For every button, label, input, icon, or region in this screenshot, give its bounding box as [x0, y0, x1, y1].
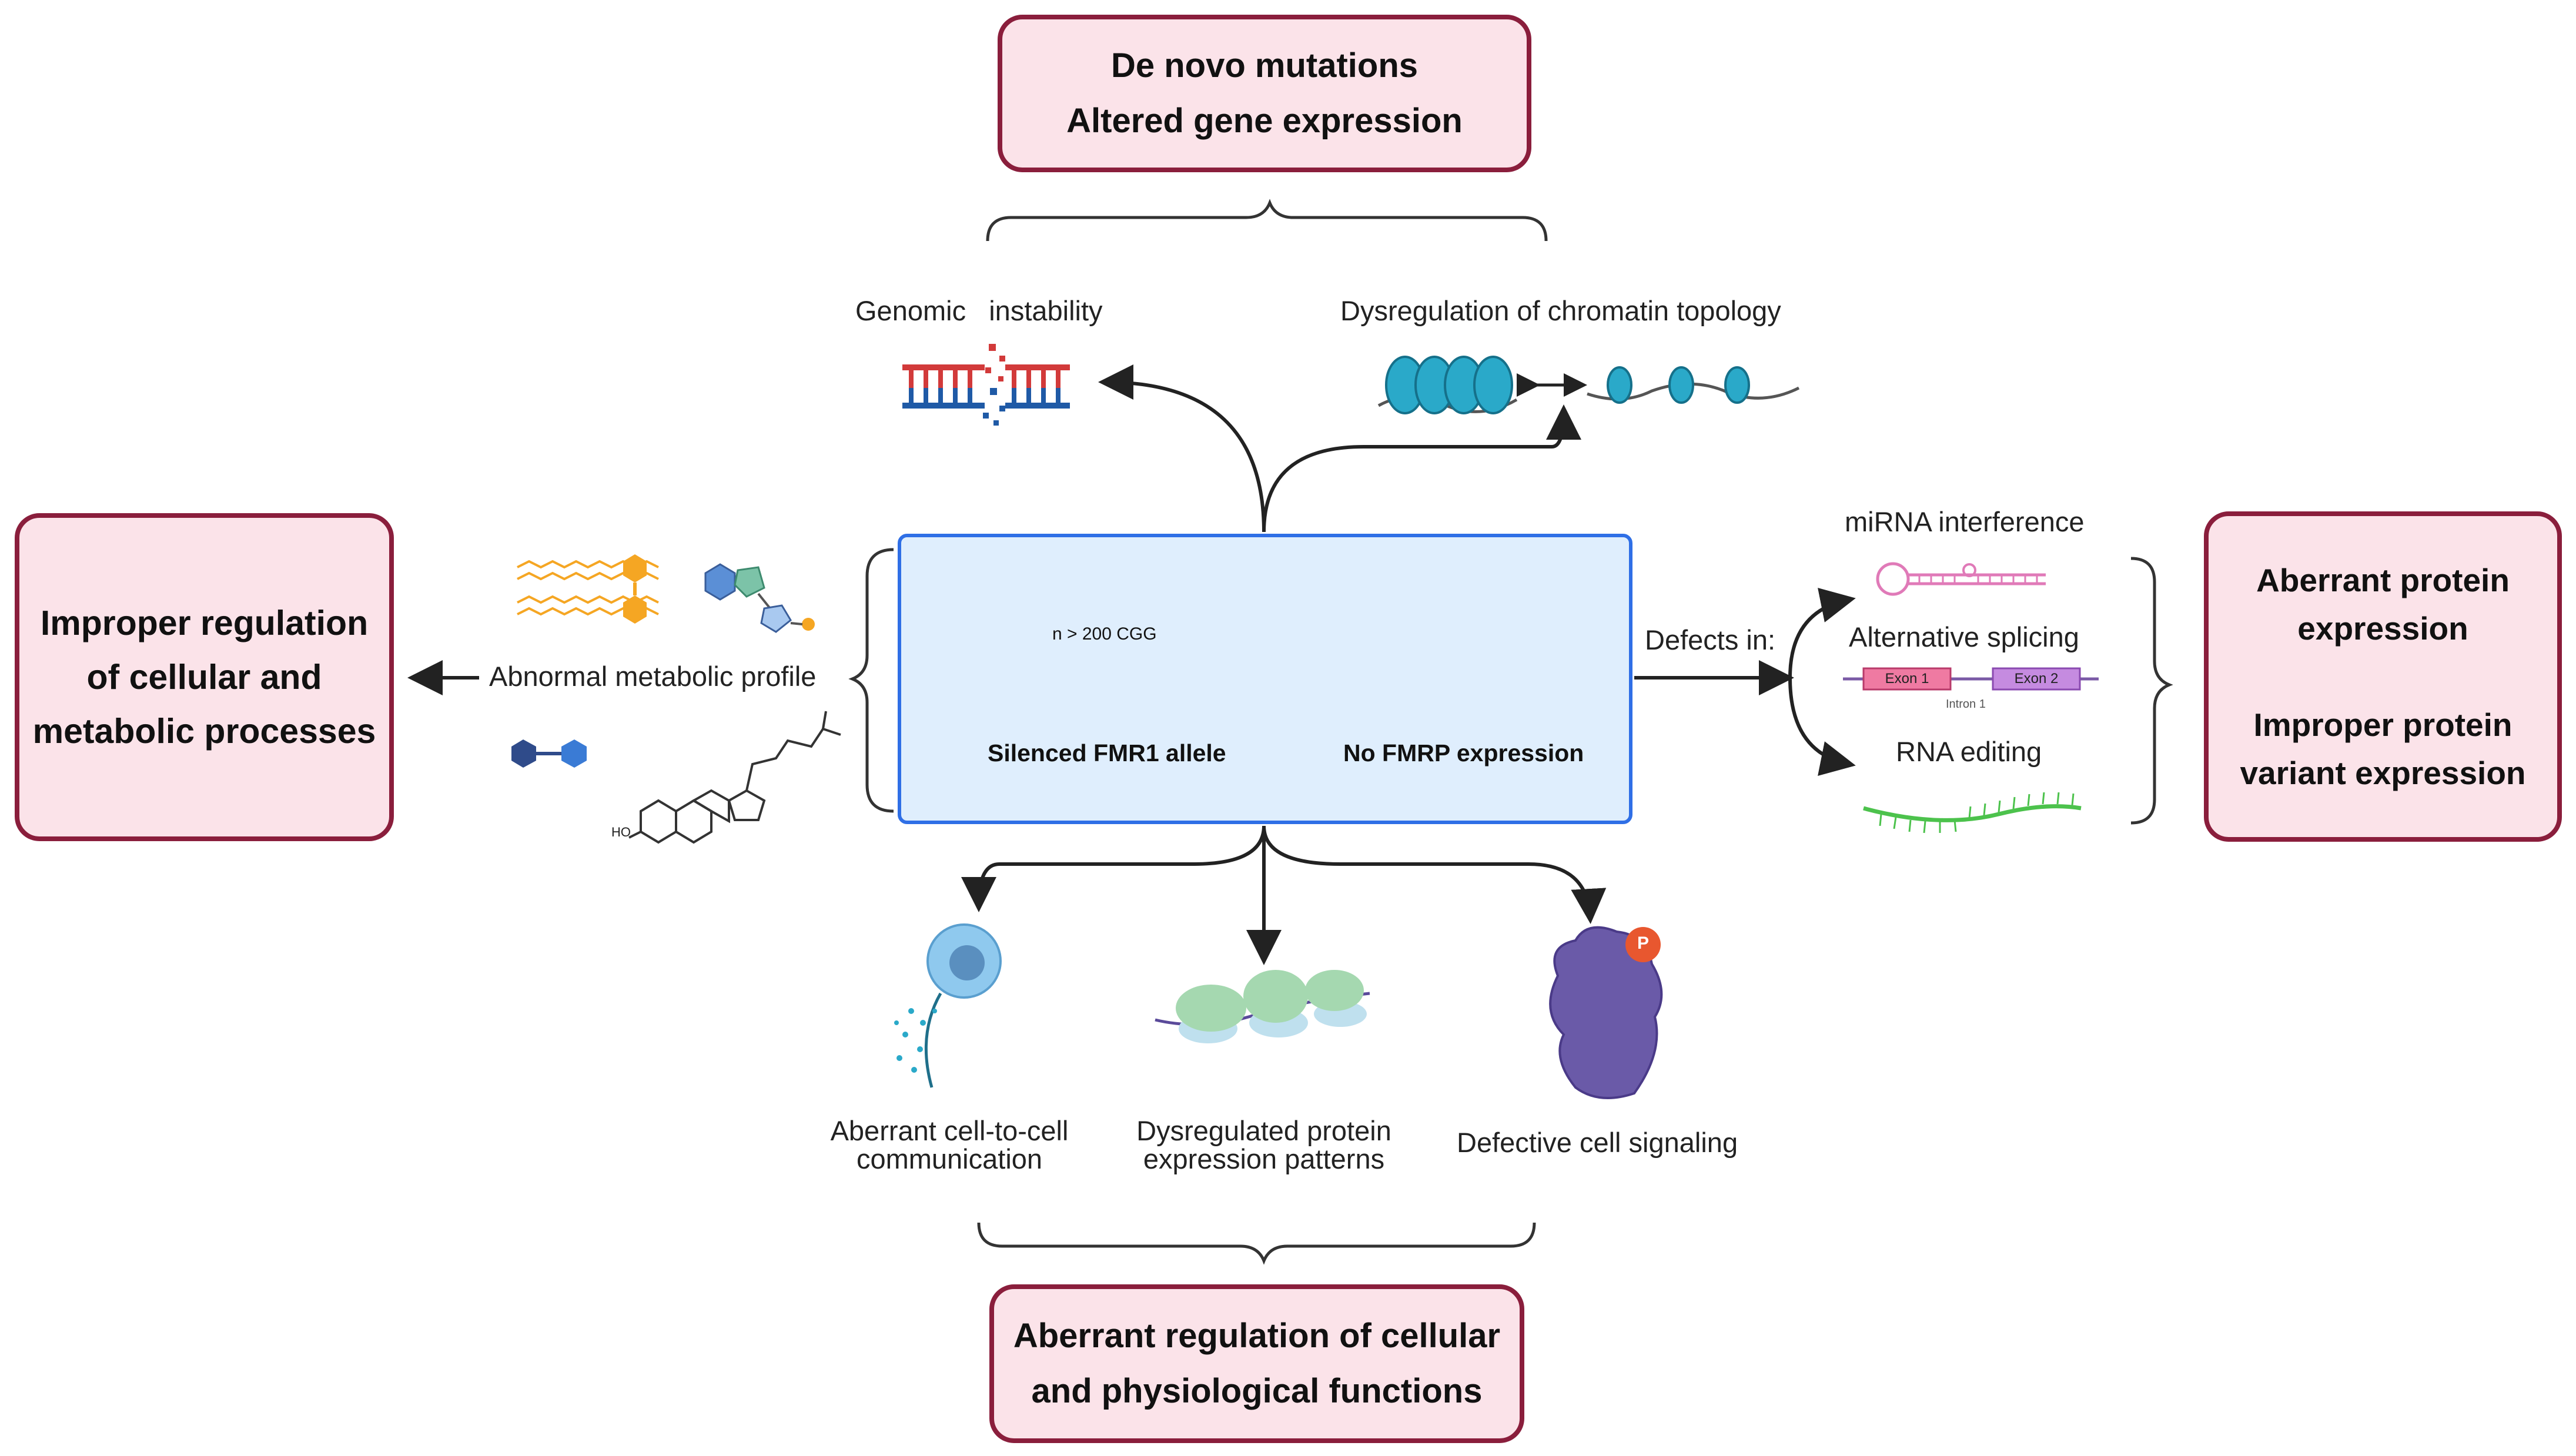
right-brace [2130, 557, 2173, 825]
left-box-line1: Improper regulation [40, 604, 369, 642]
center-box [898, 534, 1632, 824]
arrow-to-cell-comm [961, 825, 1266, 912]
signaling-label: Defective cell signaling [1457, 1127, 1738, 1158]
cell-comm-line1: Aberrant cell-to-cell [830, 1115, 1069, 1146]
defects-label: Defects in: [1645, 624, 1776, 655]
chromatin-label: Dysregulation of chromatin topology [1340, 295, 1781, 326]
arrow-to-chromatin [1262, 404, 1581, 533]
rna-editing-label: RNA editing [1896, 736, 2042, 767]
bottom-box-line1: Aberrant regulation of cellular [1013, 1317, 1501, 1355]
dimer-icon [511, 739, 587, 768]
bottom-box-line2: and physiological functions [1031, 1372, 1483, 1410]
arrow-to-editing [1788, 677, 1856, 776]
top-box: De novo mutations Altered gene expressio… [998, 15, 1531, 172]
right-box: Aberrant protein expression Improper pro… [2204, 511, 2562, 842]
rna-strand-icon [1863, 792, 2082, 834]
right-box-line2: expression [2297, 610, 2468, 647]
genomic-instability-label: Genomic instability [855, 295, 1103, 326]
left-box-line2: of cellular and [86, 658, 322, 697]
exon1-box [1862, 667, 1952, 691]
protein-line2: expression patterns [1143, 1143, 1385, 1174]
bottom-brace [977, 1222, 1536, 1265]
mirna-label: miRNA interference [1845, 506, 2085, 537]
metabolic-label: Abnormal metabolic profile [489, 661, 817, 692]
right-box-line3: Improper protein [2253, 707, 2513, 743]
mirna-hairpin-icon [1876, 562, 2046, 596]
repeat-label: n > 200 CGG [1052, 624, 1157, 644]
splicing-diagram [1843, 667, 2099, 691]
phospho-label: P [1637, 933, 1649, 953]
arrow-to-genomic [1098, 364, 1266, 533]
chromatin-icon [1377, 356, 1800, 414]
top-brace [986, 199, 1548, 242]
cell-comm-line2: communication [856, 1143, 1043, 1174]
protein-pattern-label: Dysregulated protein expression patterns [1129, 1117, 1399, 1173]
top-box-line2: Altered gene expression [1066, 102, 1463, 140]
exon2-box [1992, 667, 2081, 691]
left-box: Improper regulation of cellular and meta… [15, 513, 394, 841]
left-brace [848, 548, 894, 813]
left-box-line3: metabolic processes [32, 712, 376, 751]
exon2-label: Exon 2 [2014, 671, 2059, 687]
fmrp-label: No FMRP expression [1343, 739, 1584, 767]
arrow-to-mirna [1788, 588, 1856, 678]
splicing-label: Alternative splicing [1849, 621, 2079, 652]
cell-icon [894, 923, 1002, 1088]
steroid-icon [628, 711, 841, 844]
protein-complex-icon [1155, 970, 1370, 1043]
allele-label: Silenced FMR1 allele [988, 739, 1226, 767]
cell-comm-label: Aberrant cell-to-cell communication [823, 1117, 1076, 1173]
phospho-protein-icon [1549, 926, 1663, 1099]
bottom-box: Aberrant regulation of cellular and phys… [989, 1284, 1524, 1443]
exon1-label: Exon 1 [1885, 671, 1929, 687]
right-box-line4: variant expression [2240, 755, 2526, 791]
dna-break-icon [902, 344, 1070, 426]
intron1-label: Intron 1 [1946, 698, 1986, 711]
lipid-icon [517, 554, 659, 624]
nucleotide-icon [704, 563, 815, 633]
right-box-line1: Aberrant protein [2256, 562, 2510, 598]
protein-line1: Dysregulated protein [1136, 1115, 1391, 1146]
top-box-line1: De novo mutations [1110, 46, 1419, 85]
steroid-ho-label: HO [611, 825, 631, 839]
arrow-to-signaling [1262, 825, 1607, 924]
